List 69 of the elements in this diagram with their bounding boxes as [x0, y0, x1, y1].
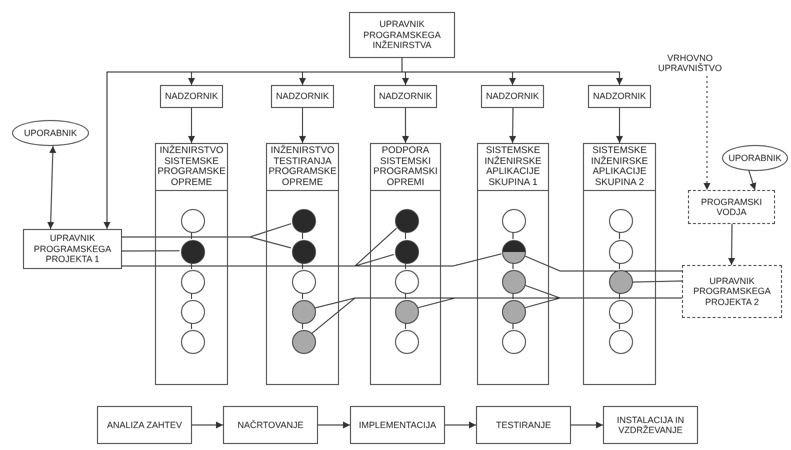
- process-box: NADZORNIK: [271, 85, 334, 108]
- column-header: INŽENIRSTVO TESTIRANJA PROGRAMSKE OPREME: [267, 144, 338, 191]
- connector: [570, 422, 604, 428]
- user-ellipse: UPORABNIK: [722, 145, 788, 171]
- task-circle: [394, 209, 418, 233]
- connector: [748, 170, 756, 190]
- task-circle: [608, 330, 632, 354]
- connector: [524, 255, 682, 272]
- process-box: NADZORNIK: [588, 85, 651, 108]
- connector: [630, 280, 682, 283]
- process-box: NADZORNIK: [481, 85, 544, 108]
- task-circle: [292, 270, 316, 294]
- task-circle: [292, 209, 316, 233]
- user-ellipse: UPORABNIK: [12, 120, 89, 146]
- connector: [192, 422, 224, 428]
- connector: [299, 108, 306, 144]
- task-circle: [292, 330, 316, 354]
- task-circle: [292, 240, 316, 264]
- task-circle: [394, 240, 418, 264]
- connector: [122, 250, 180, 252]
- connector: [509, 108, 516, 144]
- task-circle: [608, 209, 632, 233]
- department-column: [266, 143, 339, 385]
- task-circle: [502, 330, 526, 354]
- department-column: [477, 143, 549, 385]
- task-circle: [502, 209, 526, 233]
- process-box: ANALIZA ZAHTEV: [97, 406, 192, 444]
- process-box: NADZORNIK: [160, 85, 223, 108]
- task-circle: [180, 330, 204, 354]
- task-circle: [502, 240, 526, 264]
- process-box: INSTALACIJA IN VZDRŽEVANJE: [603, 406, 698, 444]
- connector: [122, 236, 292, 248]
- task-circle: [180, 270, 204, 294]
- process-box: NAČRTOVANJE: [223, 406, 318, 444]
- connector: [728, 224, 736, 266]
- task-circle: [180, 300, 204, 324]
- connector: [188, 108, 195, 144]
- column-header: PODPORA SISTEMSKI PROGRAMSKI OPREMI: [371, 144, 440, 191]
- connector: [616, 108, 623, 144]
- connector: [704, 76, 710, 190]
- process-box: NADZORNIK: [374, 85, 437, 108]
- task-circle: [608, 270, 632, 294]
- connector: [444, 422, 476, 428]
- connector: [47, 145, 56, 230]
- task-circle: [502, 300, 526, 324]
- connector: [318, 422, 350, 428]
- column-header: INŽENIRSTVO SISTEMSKE PROGRAMSKE OPREME: [156, 144, 227, 191]
- task-circle: [180, 240, 204, 264]
- process-box: UPRAVNIK PROGRAMSKEGA INŽENIRSTVA: [349, 12, 455, 58]
- task-circle: [608, 240, 632, 264]
- task-circle: [394, 330, 418, 354]
- connector: [402, 108, 409, 144]
- process-box: IMPLEMENTACIJA: [350, 406, 445, 444]
- connector: [524, 298, 682, 308]
- dashed-box: PROGRAMSKI VODJA: [688, 190, 775, 224]
- column-header: SISTEMSKE INŽENIRSKE APLIKACIJE SKUPINA 2: [584, 144, 655, 191]
- department-column: [155, 143, 228, 385]
- task-circle: [180, 209, 204, 233]
- process-box: TESTIRANJE: [476, 406, 571, 444]
- column-header: SISTEMSKE INŽENIRSKE APLIKACIJE SKUPINA 1: [478, 144, 548, 191]
- task-circle: [292, 300, 316, 324]
- department-column: [583, 143, 656, 385]
- department-column: [370, 143, 441, 385]
- task-circle: [394, 300, 418, 324]
- task-circle: [394, 270, 418, 294]
- task-circle: [502, 270, 526, 294]
- dashed-box: UPRAVNIK PROGRAMSKEGA PROJEKTA 2: [682, 265, 782, 318]
- task-circle: [608, 300, 632, 324]
- process-box: UPRAVNIK PROGRAMSKEGA PROJEKTA 1: [23, 229, 122, 269]
